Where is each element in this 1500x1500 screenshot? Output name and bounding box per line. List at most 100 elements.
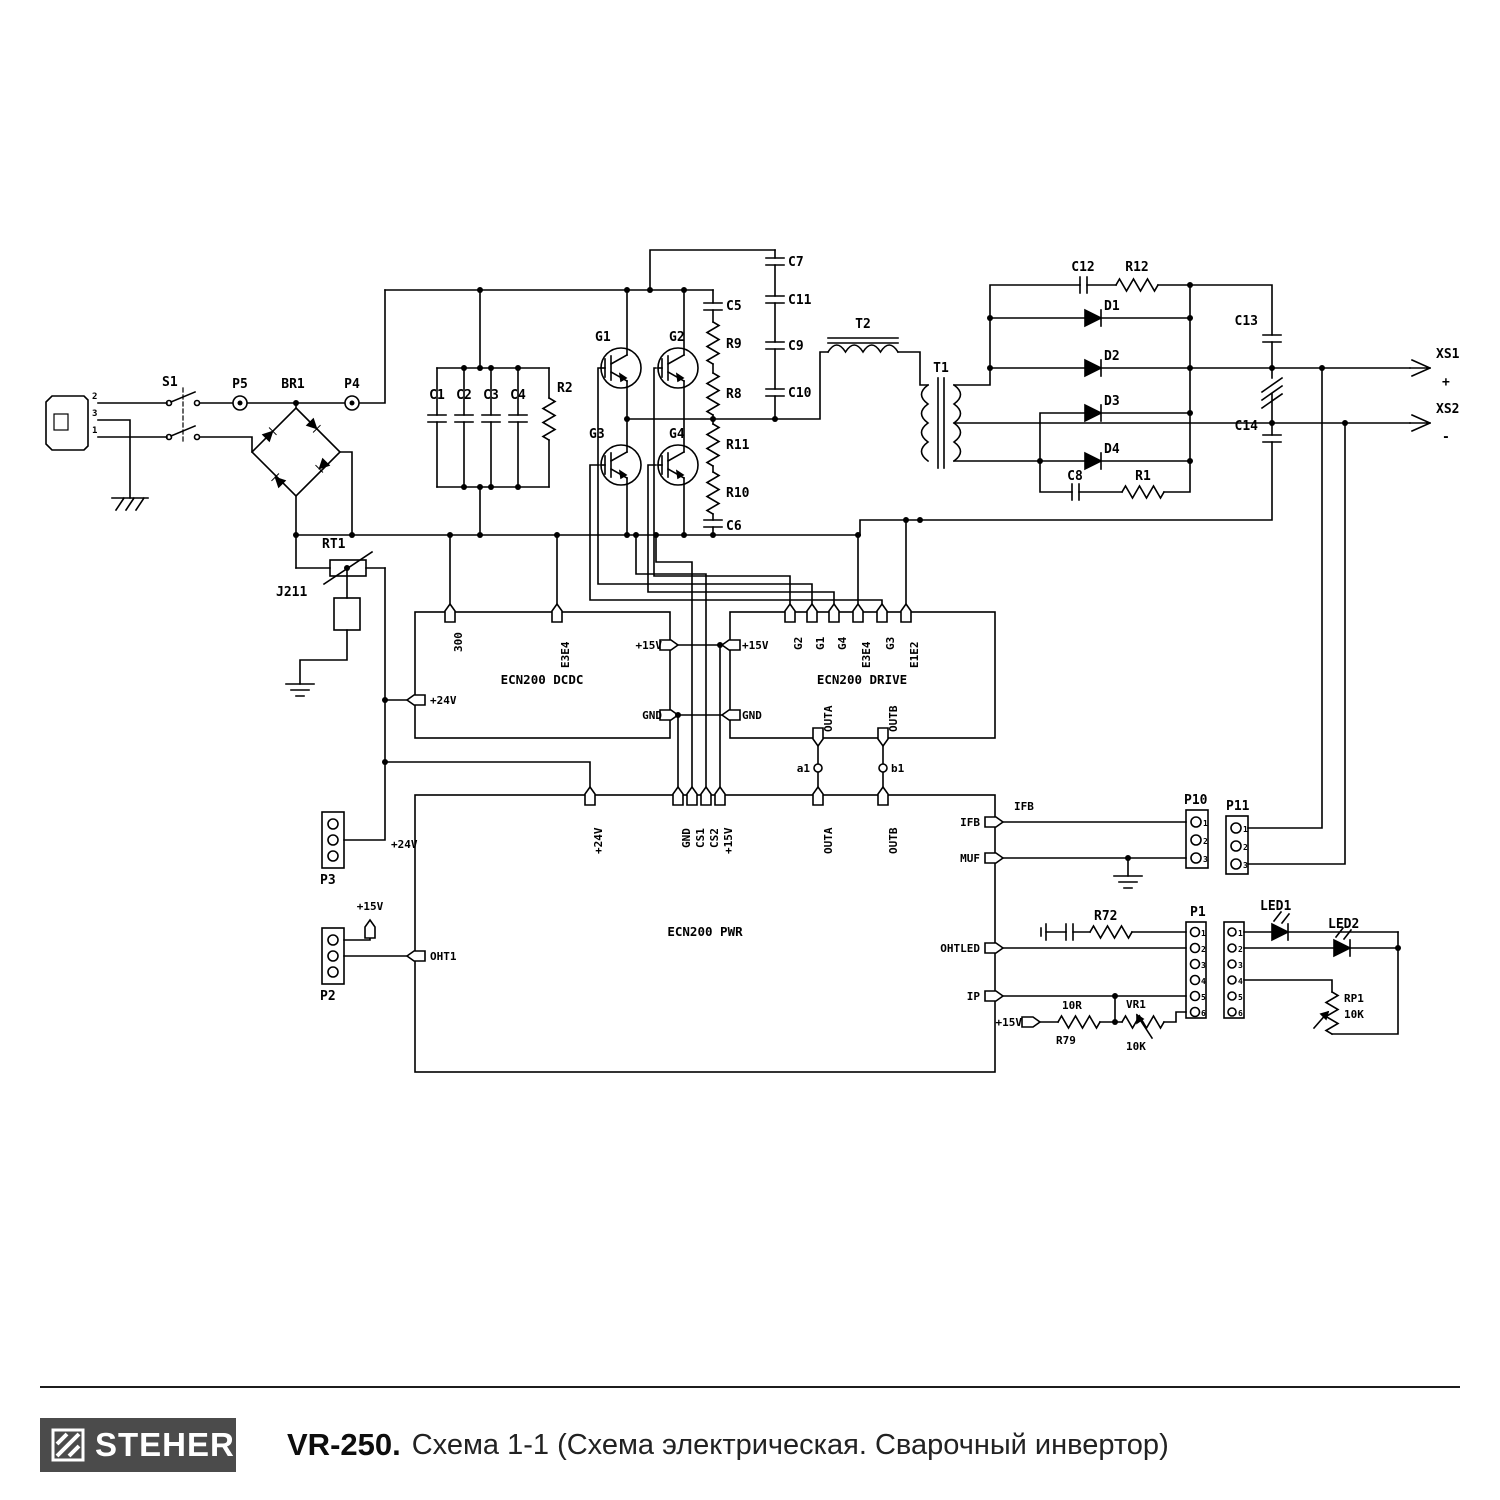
p11-pin2-number: 2 xyxy=(1243,843,1248,852)
dcdc-pin-300-label: 300 xyxy=(452,632,465,652)
ip-network: +15V 10R R79 VR1 10K xyxy=(996,998,1165,1053)
g1-label: G1 xyxy=(595,330,611,345)
r72-label: R72 xyxy=(1094,909,1117,924)
p11-label: P11 xyxy=(1226,799,1250,814)
j211-label: J211 xyxy=(276,585,307,600)
p1-right-pin6: 6 xyxy=(1238,1009,1243,1018)
resistor-r79 xyxy=(1057,1015,1101,1029)
footer-divider xyxy=(40,1386,1460,1388)
drive-pin-g2-label: G2 xyxy=(792,637,805,650)
pwr-pin-ifb-label: IFB xyxy=(960,816,980,829)
p3-label: P3 xyxy=(320,873,336,888)
title-text: Схема 1-1 (Схема электрическая. Сварочны… xyxy=(411,1428,1169,1461)
d2-label: D2 xyxy=(1104,349,1120,364)
gate-drive-bundle xyxy=(589,367,883,613)
c13-label: C13 xyxy=(1235,314,1258,329)
rp1-label: RP1 xyxy=(1344,992,1364,1005)
r11-label: R11 xyxy=(726,438,750,453)
connector-p2: +15V P2 xyxy=(320,900,384,1004)
drive-pin-15v-label: +15V xyxy=(742,639,769,652)
pwr-pin-cs1-label: CS1 xyxy=(694,828,707,848)
output-plus-label: + xyxy=(1442,375,1450,390)
c14-label: C14 xyxy=(1235,419,1259,434)
connector-p3: P3 +24V xyxy=(320,811,418,888)
connector-p10: 1 2 3 P10 xyxy=(1184,793,1209,869)
drive-pin-g3-label: G3 xyxy=(884,637,897,650)
r10-label: R10 xyxy=(726,486,750,501)
t1-label: T1 xyxy=(933,361,949,376)
drive-pin-e3e4-label: E3E4 xyxy=(860,641,873,668)
pwr-pin-oht1-label: OHT1 xyxy=(430,950,457,963)
voltage-sense-wires xyxy=(1247,367,1346,865)
drive-pin-outb-label: OUTB xyxy=(887,705,900,732)
c12-label: C12 xyxy=(1071,260,1094,275)
c10-label: C10 xyxy=(788,386,812,401)
terminal-p4: P4 xyxy=(344,377,360,411)
terminal-p5: P5 xyxy=(232,377,248,411)
rt1-label: RT1 xyxy=(322,537,346,552)
thermistor-rt1: RT1 xyxy=(295,537,386,586)
diode-d2 xyxy=(1084,359,1102,377)
g4-label: G4 xyxy=(669,427,685,442)
c6-label: C6 xyxy=(726,519,742,534)
input-wires xyxy=(97,289,386,569)
r12-label: R12 xyxy=(1125,260,1148,275)
led1-label: LED1 xyxy=(1260,899,1291,914)
vr1-label: VR1 xyxy=(1126,998,1146,1011)
drive-pin-g1-label: G1 xyxy=(814,636,827,650)
c2-label: C2 xyxy=(456,388,472,403)
relay-j211: J211 xyxy=(276,567,361,697)
r2-label: R2 xyxy=(557,381,573,396)
p10-pin3-number: 3 xyxy=(1203,855,1208,864)
block-ecn200-drive: ECN200 DRIVE xyxy=(729,611,996,739)
xs1-label: XS1 xyxy=(1436,347,1460,362)
c11-label: C11 xyxy=(788,293,812,308)
chassis-ground-mark xyxy=(1260,376,1284,410)
p1-left-pin3: 3 xyxy=(1201,961,1206,970)
resistor-r12 xyxy=(1115,278,1159,292)
model-number: VR-250. xyxy=(287,1427,401,1462)
diode-d1 xyxy=(1084,309,1102,327)
p1-label: P1 xyxy=(1190,905,1206,920)
r79-value-label: 10R xyxy=(1062,999,1082,1012)
g3-label: G3 xyxy=(589,427,605,442)
steher-logo: STEHER xyxy=(40,1418,236,1472)
p10-label: P10 xyxy=(1184,793,1208,808)
pwr-pin-ohtled-label: OHTLED xyxy=(940,942,980,955)
snubber-chain: C5 R9 R8 R11 R10 C6 xyxy=(703,289,750,536)
main-transformer-t1: T1 xyxy=(920,361,962,469)
brand-name: STEHER xyxy=(95,1426,235,1463)
p11-pin3-number: 3 xyxy=(1243,861,1248,870)
dcdc-pin-gnd-label: GND xyxy=(642,709,662,722)
p2-net-15v-label: +15V xyxy=(357,900,384,913)
p2-label: P2 xyxy=(320,989,336,1004)
pwr-pin-24v-label: +24V xyxy=(592,827,605,854)
p1-left-pin6: 6 xyxy=(1201,1009,1206,1018)
drive-pin-e1e2-label: E1E2 xyxy=(908,642,921,669)
a1-label: a1 xyxy=(797,762,811,775)
earth-ground-symbol xyxy=(111,496,149,512)
potentiometer-rp1: RP1 10K xyxy=(1243,931,1399,1035)
led2-label: LED2 xyxy=(1328,917,1359,932)
t2-label: T2 xyxy=(855,317,871,332)
p3-net-24v-label: +24V xyxy=(391,838,418,851)
p10-pin2-number: 2 xyxy=(1203,837,1208,846)
power-switch-s1: S1 xyxy=(162,375,201,445)
emitter-bus xyxy=(295,534,861,796)
drive-block-label: ECN200 DRIVE xyxy=(817,672,907,687)
igbt-g2: G2 xyxy=(657,330,699,389)
dcdc-block-label: ECN200 DCDC xyxy=(501,672,584,687)
test-point-b1 xyxy=(878,763,888,773)
vr1-value-label: 10K xyxy=(1126,1040,1146,1053)
drive-pin-gnd-label: GND xyxy=(742,709,762,722)
ground-symbol-j211 xyxy=(285,683,315,697)
rp1-value-label: 10K xyxy=(1344,1008,1364,1021)
igbt-g4: G4 xyxy=(657,427,699,486)
r1-label: R1 xyxy=(1135,469,1151,484)
plug-pin-1-label: 1 xyxy=(92,426,97,436)
r9-label: R9 xyxy=(726,337,742,352)
c3-label: C3 xyxy=(483,388,499,403)
d4-label: D4 xyxy=(1104,442,1120,457)
